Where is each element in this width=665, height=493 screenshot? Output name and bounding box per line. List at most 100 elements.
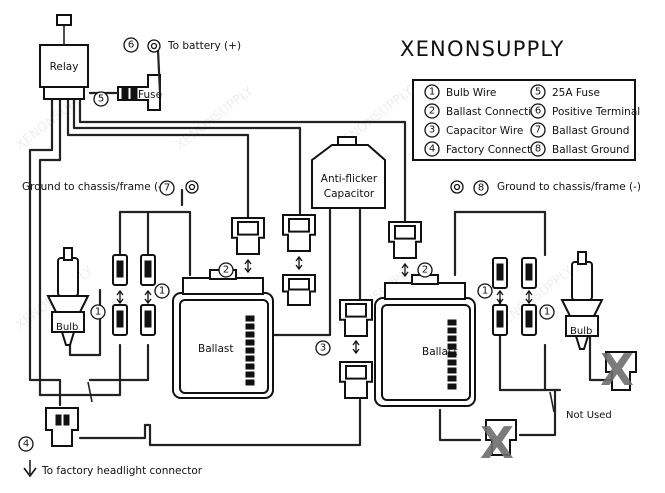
unused-connector-right: X bbox=[600, 345, 637, 396]
legend-text: Bulb Wire bbox=[446, 87, 496, 99]
callout-number: 5 bbox=[98, 94, 104, 105]
callout-number: 2 bbox=[422, 265, 428, 276]
unused-connector-bottom: X bbox=[480, 418, 517, 469]
callout-n3: 3 bbox=[315, 340, 331, 356]
legend-number-badge bbox=[424, 84, 440, 100]
ballast-fin bbox=[245, 347, 255, 354]
legend-text: Capacitor Wire bbox=[446, 125, 523, 137]
bulb-wire-plug-right-4 bbox=[521, 304, 537, 336]
callout-number: 7 bbox=[164, 183, 170, 194]
ballast-fin bbox=[245, 339, 255, 346]
callout-number: 1 bbox=[95, 307, 101, 318]
capacitor-connector-left-top bbox=[282, 214, 316, 252]
ballast-fin bbox=[447, 359, 457, 366]
ballast-right: Ballast bbox=[374, 274, 476, 407]
ballast-fin bbox=[447, 343, 457, 350]
connect-arrow-icon bbox=[295, 255, 303, 271]
not-used-label: Not Used bbox=[566, 410, 612, 421]
ballast-fin bbox=[447, 351, 457, 358]
connect-arrow-icon bbox=[244, 258, 252, 274]
bulb-right: Bulb bbox=[560, 251, 604, 350]
legend-item: 3 Capacitor Wire bbox=[424, 122, 523, 138]
ballast-fin bbox=[245, 323, 255, 330]
ballast-fin bbox=[447, 375, 457, 382]
callout-n4: 4 bbox=[18, 436, 34, 452]
legend-number-badge bbox=[530, 141, 546, 157]
svg-text:XENONSUPPLY: XENONSUPPLY bbox=[173, 84, 256, 154]
bulb-left-label: Bulb bbox=[56, 322, 78, 333]
ballast-fin bbox=[245, 371, 255, 378]
fuse-label: Fuse bbox=[138, 89, 162, 101]
legend-text: Factory Connector bbox=[446, 144, 543, 156]
legend-number-badge bbox=[530, 84, 546, 100]
bulb-wire-plug-left-2 bbox=[140, 254, 156, 286]
legend-number: 4 bbox=[429, 144, 435, 155]
ballast-left: Ballast bbox=[172, 269, 274, 399]
callout-number: 1 bbox=[544, 307, 550, 318]
legend-text: 25A Fuse bbox=[552, 87, 600, 99]
connect-arrow-icon bbox=[496, 289, 504, 305]
ballast-fin bbox=[245, 331, 255, 338]
legend-number: 2 bbox=[429, 106, 435, 117]
callout-number: 1 bbox=[482, 286, 488, 297]
not-used-x-icon-2: X bbox=[480, 418, 514, 469]
callout-number: 8 bbox=[478, 183, 484, 194]
bulb-wire-plug-left-1 bbox=[112, 254, 128, 286]
bulb-right-label: Bulb bbox=[570, 326, 592, 337]
ballast-fin bbox=[245, 315, 255, 322]
down-arrow-icon bbox=[23, 460, 37, 478]
legend-item: 8 Ballast Ground bbox=[530, 141, 629, 157]
callout-number: 6 bbox=[128, 40, 134, 51]
ballast-fin bbox=[245, 363, 255, 370]
legend-number: 3 bbox=[429, 125, 435, 136]
callout-n1: 1 bbox=[539, 304, 555, 320]
bulb-left: Bulb bbox=[46, 247, 90, 346]
legend-number: 8 bbox=[535, 144, 541, 155]
ballast-left-connector-top bbox=[231, 217, 265, 255]
ground-left-label: Ground to chassis/frame (-) bbox=[22, 181, 166, 193]
capacitor-label-line2: Capacitor bbox=[324, 188, 375, 200]
callout-n1: 1 bbox=[154, 283, 170, 299]
brand-logo: XENONSUPPLY bbox=[400, 37, 565, 61]
callout-number: 3 bbox=[320, 343, 326, 354]
ballast-fin bbox=[245, 379, 255, 386]
ballast-fin bbox=[245, 355, 255, 362]
legend-number-badge bbox=[530, 103, 546, 119]
fuse: Fuse bbox=[88, 48, 162, 111]
ground-right-label: Ground to chassis/frame (-) bbox=[497, 181, 641, 193]
ballast-fin bbox=[447, 327, 457, 334]
connect-arrow-icon bbox=[352, 339, 360, 355]
legend-number: 6 bbox=[535, 106, 541, 117]
callout-n2: 2 bbox=[218, 262, 234, 278]
callout-n8: 8 bbox=[473, 180, 489, 196]
bulb-wire-plug-right-3 bbox=[492, 304, 508, 336]
legend-number-badge bbox=[424, 103, 440, 119]
capacitor-connector-right-bottom bbox=[339, 361, 373, 399]
callout-n1: 1 bbox=[90, 304, 106, 320]
capacitor-connector-left-bottom bbox=[282, 274, 316, 306]
relay: Relay bbox=[39, 14, 89, 100]
capacitor-label-line1: Anti-flicker bbox=[321, 173, 378, 185]
legend-item: 4 Factory Connector bbox=[424, 141, 543, 157]
legend bbox=[412, 79, 636, 161]
ballast-fin bbox=[447, 319, 457, 326]
callout-n5: 5 bbox=[93, 91, 109, 107]
connect-arrow-icon bbox=[116, 289, 124, 305]
legend-text: Ballast Ground bbox=[552, 144, 629, 156]
ballast-fin bbox=[447, 335, 457, 342]
wiring bbox=[28, 98, 622, 447]
ballast-right-connector-top bbox=[388, 221, 422, 259]
callout-number: 2 bbox=[223, 265, 229, 276]
connect-arrow-icon bbox=[144, 289, 152, 305]
callout-n6: 6 bbox=[123, 37, 139, 53]
capacitor-connector-right-top bbox=[339, 299, 373, 337]
not-used-x-icon: X bbox=[600, 345, 634, 396]
bulb-wire-plug-right-1 bbox=[492, 257, 508, 289]
bulb-wire-plug-left-3 bbox=[112, 304, 128, 336]
relay-label: Relay bbox=[50, 61, 79, 73]
